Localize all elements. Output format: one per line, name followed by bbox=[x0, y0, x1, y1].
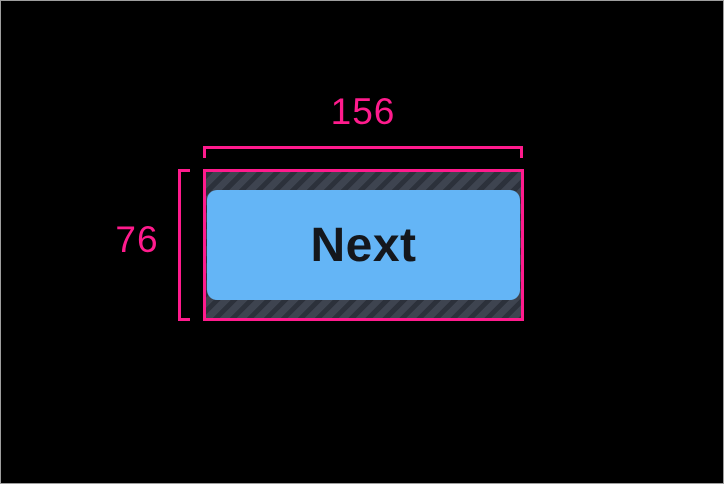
height-dimension-label: 76 bbox=[115, 219, 159, 260]
width-measure-bracket bbox=[203, 146, 523, 158]
width-dimension-label: 156 bbox=[330, 91, 396, 132]
selection-bounds-overlay: Next bbox=[203, 169, 524, 321]
height-measure-bracket bbox=[178, 169, 190, 321]
next-button[interactable]: Next bbox=[207, 190, 520, 300]
